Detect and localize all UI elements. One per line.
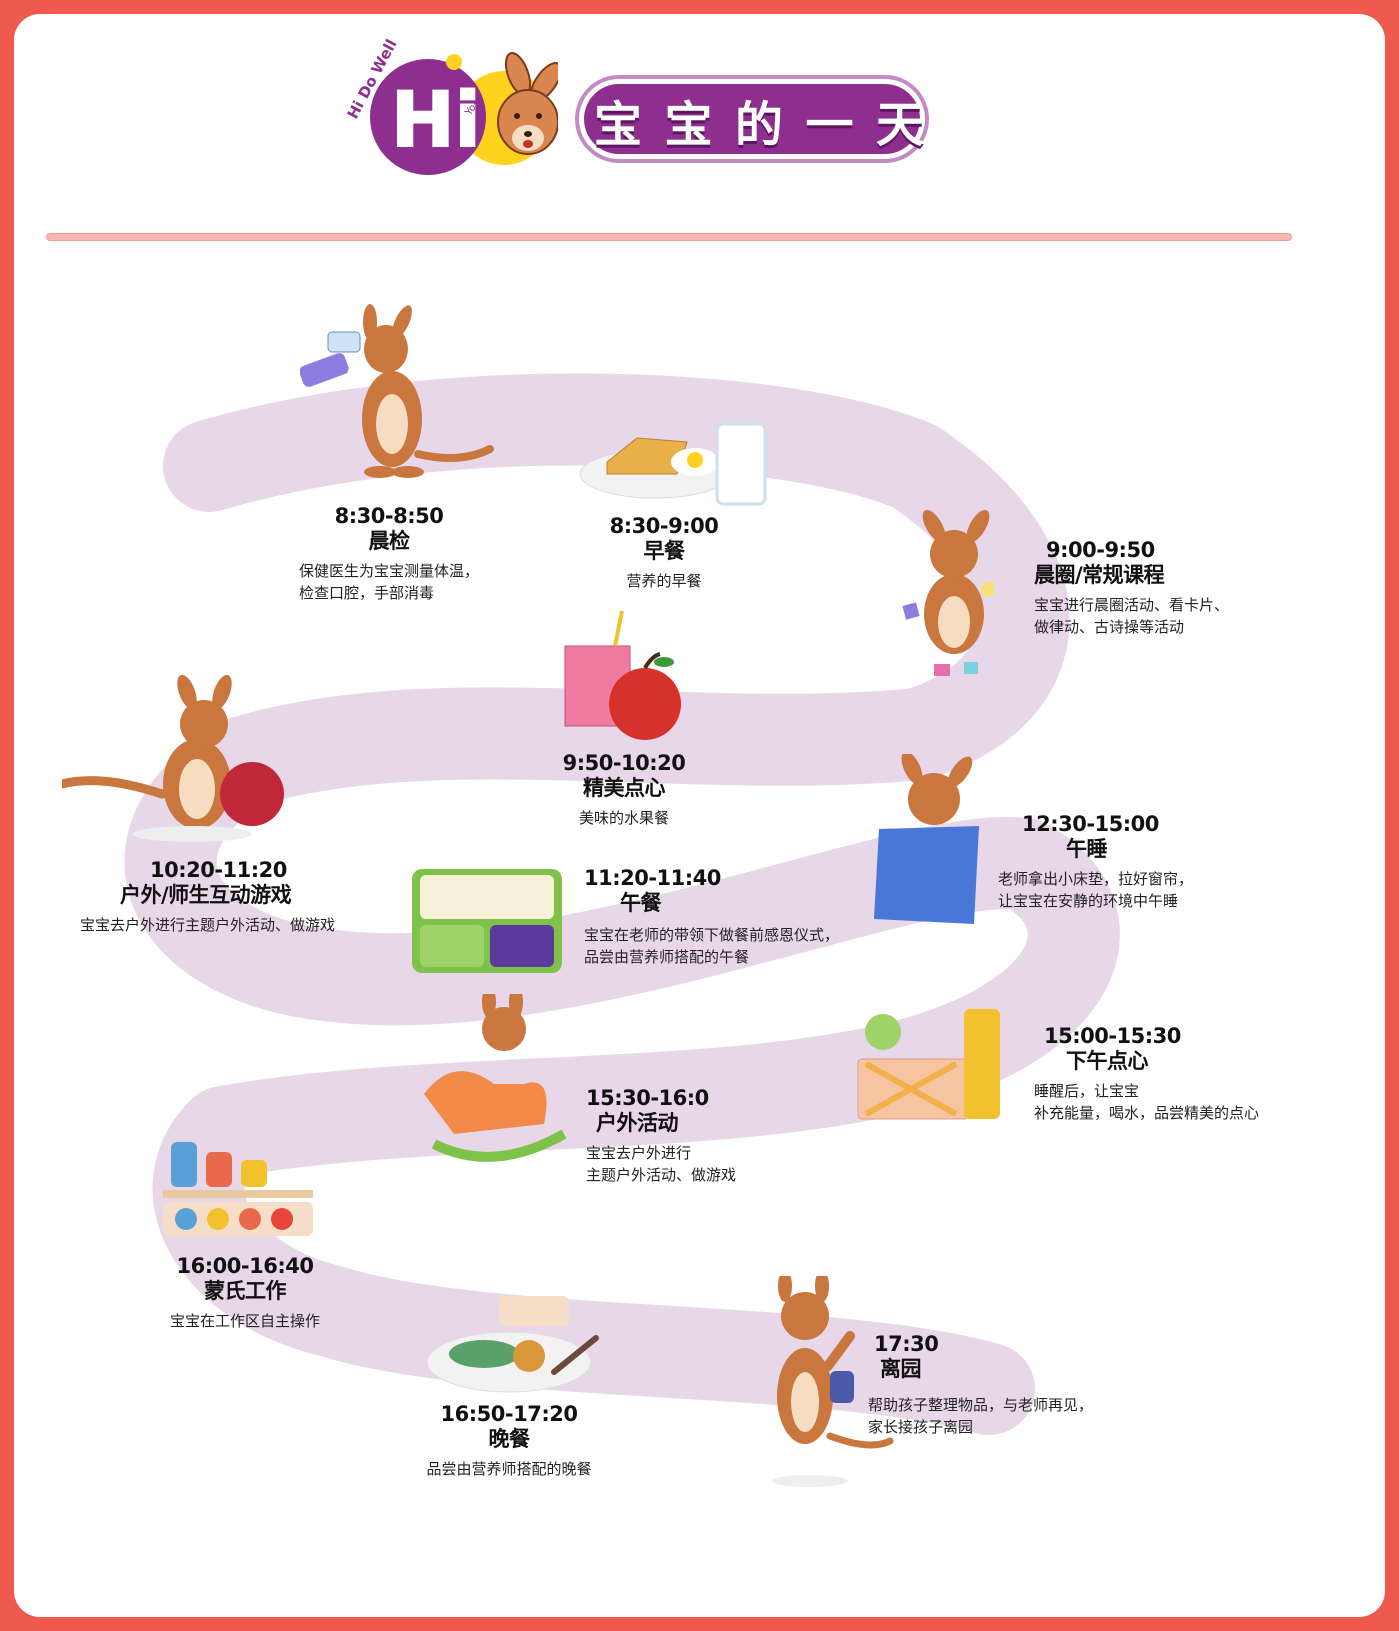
desc-line: 老师拿出小床垫，拉好窗帘，	[998, 870, 1194, 888]
event-time: 8:30-8:50	[334, 504, 444, 528]
kangaroo-sleeping-icon	[874, 754, 979, 924]
event-desc: 营养的早餐	[626, 570, 701, 592]
title-char: 一	[805, 97, 854, 153]
desc-line: 帮助孩子整理物品，与老师再见，	[868, 1396, 1094, 1414]
event-time: 15:00-15:30	[1044, 1024, 1181, 1048]
desc-line: 宝宝在工作区自主操作	[169, 1312, 320, 1330]
event-time: 16:50-17:20	[440, 1402, 578, 1426]
logo-dot-icon	[446, 54, 462, 70]
event-breakfast: 8:30-9:00 早餐 营养的早餐	[574, 514, 754, 592]
breakfast-icon	[579, 422, 767, 506]
desc-line: 品尝由营养师搭配的晚餐	[426, 1460, 592, 1478]
event-leave: 17:30 离园 帮助孩子整理物品，与老师再见， 家长接孩子离园	[868, 1332, 1128, 1438]
event-desc: 美味的水果餐	[579, 807, 669, 829]
event-desc: 宝宝进行晨圈活动、看卡片、 做律动、古诗操等活动	[1034, 594, 1274, 638]
event-lunch: 11:20-11:40 午餐 宝宝在老师的带领下做餐前感恩仪式， 品尝由营养师搭…	[584, 866, 864, 968]
desc-line: 主题户外活动、做游戏	[586, 1166, 737, 1184]
juice-apple-icon	[564, 610, 681, 740]
page-title: 宝 宝 的 一 天	[594, 84, 924, 156]
desc-line: 保健医生为宝宝测量体温，	[298, 562, 479, 580]
title-char: 的	[734, 97, 783, 153]
event-outdoor-activity: 15:30-16:0 户外活动 宝宝去户外进行 主题户外活动、做游戏	[586, 1086, 786, 1186]
desc-line: 检查口腔，手部消毒	[298, 584, 434, 602]
event-snack: 9:50-10:20 精美点心 美味的水果餐	[534, 751, 714, 829]
event-title: 蒙氏工作	[204, 1279, 287, 1303]
event-dinner: 16:50-17:20 晚餐 品尝由营养师搭配的晚餐	[414, 1402, 604, 1480]
desc-line: 品尝由营养师搭配的午餐	[584, 948, 750, 966]
desc-line: 补充能量，喝水，品尝精美的点心	[1034, 1104, 1260, 1122]
snack-box-icon	[857, 1009, 1000, 1120]
kangaroo-rocking-horse-icon	[424, 994, 567, 1162]
event-montessori: 16:00-16:40 蒙氏工作 宝宝在工作区自主操作	[150, 1254, 340, 1332]
event-title: 晨检	[368, 529, 411, 553]
event-time: 16:00-16:40	[176, 1254, 314, 1278]
desc-line: 宝宝去户外进行主题户外活动、做游戏	[80, 916, 336, 934]
hidowell-logo: Hi Hi Do Well Yo~	[344, 36, 558, 175]
event-desc: 品尝由营养师搭配的晚餐	[426, 1458, 591, 1480]
event-title: 下午点心	[1066, 1049, 1149, 1073]
event-time: 9:00-9:50	[1046, 538, 1155, 562]
title-char: 天	[875, 97, 924, 153]
lunch-box-icon	[412, 869, 562, 973]
event-desc: 宝宝在老师的带领下做餐前感恩仪式， 品尝由营养师搭配的午餐	[584, 924, 864, 968]
logo-purple-circle	[370, 59, 486, 175]
event-title: 精美点心	[583, 776, 666, 800]
event-desc: 帮助孩子整理物品，与老师再见， 家长接孩子离园	[868, 1394, 1128, 1438]
event-desc: 保健医生为宝宝测量体温， 检查口腔，手部消毒	[299, 560, 479, 604]
kangaroo-thermometer-icon	[300, 304, 494, 478]
kangaroo-cards-icon	[902, 509, 994, 676]
event-time: 12:30-15:00	[1022, 812, 1159, 836]
event-morning-circle: 9:00-9:50 晨圈/常规课程 宝宝进行晨圈活动、看卡片、 做律动、古诗操等…	[1034, 538, 1274, 638]
event-afternoon-snack: 15:00-15:30 下午点心 睡醒后，让宝宝 补充能量，喝水，品尝精美的点心	[1034, 1024, 1284, 1124]
event-title: 晨圈/常规课程	[1034, 563, 1165, 587]
event-time: 10:20-11:20	[150, 858, 287, 882]
event-time: 8:30-9:00	[609, 514, 719, 538]
title-badge	[575, 75, 929, 163]
desc-line: 宝宝去户外进行	[586, 1144, 692, 1162]
event-nap: 12:30-15:00 午睡 老师拿出小床垫，拉好窗帘， 让宝宝在安静的环境中午…	[998, 812, 1238, 912]
desc-line: 宝宝在老师的带领下做餐前感恩仪式，	[584, 926, 840, 944]
event-title: 午餐	[620, 891, 662, 915]
kangaroo-ball-icon	[62, 674, 284, 842]
page-card: Hi Hi Do Well Yo~ 宝 宝 的 一 天	[14, 14, 1385, 1617]
event-time: 15:30-16:0	[586, 1086, 709, 1110]
event-title: 早餐	[643, 539, 686, 563]
montessori-toys-icon	[163, 1142, 313, 1236]
event-title: 晚餐	[488, 1427, 531, 1451]
event-desc: 宝宝去户外进行主题户外活动、做游戏	[80, 914, 380, 936]
event-title: 午睡	[1066, 837, 1108, 861]
event-morning-check: 8:30-8:50 晨检 保健医生为宝宝测量体温， 检查口腔，手部消毒	[284, 504, 494, 604]
event-desc: 睡醒后，让宝宝 补充能量，喝水，品尝精美的点心	[1034, 1080, 1284, 1124]
title-char: 宝	[594, 97, 643, 153]
desc-line: 营养的早餐	[626, 572, 702, 590]
event-title: 户外/师生互动游戏	[120, 883, 292, 907]
desc-line: 做律动、古诗操等活动	[1034, 618, 1185, 636]
logo-hi-letter: Hi	[391, 75, 481, 164]
desc-line: 让宝宝在安静的环境中午睡	[998, 892, 1179, 910]
event-outdoor-game: 10:20-11:20 户外/师生互动游戏 宝宝去户外进行主题户外活动、做游戏	[80, 858, 380, 936]
event-desc: 老师拿出小床垫，拉好窗帘， 让宝宝在安静的环境中午睡	[998, 868, 1238, 912]
event-time: 9:50-10:20	[562, 751, 686, 775]
header-divider	[46, 233, 1292, 241]
desc-line: 美味的水果餐	[578, 809, 669, 827]
event-time: 17:30	[874, 1332, 939, 1356]
desc-line: 家长接孩子离园	[868, 1418, 974, 1436]
kangaroo-waving-icon	[772, 1276, 894, 1487]
event-time: 11:20-11:40	[584, 866, 721, 890]
event-desc: 宝宝在工作区自主操作	[170, 1310, 320, 1332]
event-title: 户外活动	[596, 1111, 679, 1135]
title-char: 宝	[664, 97, 713, 153]
kangaroo-logo-icon	[497, 52, 558, 155]
event-title: 离园	[880, 1357, 922, 1381]
dinner-icon	[426, 1296, 599, 1393]
event-desc: 宝宝去户外进行 主题户外活动、做游戏	[586, 1142, 786, 1186]
desc-line: 睡醒后，让宝宝	[1034, 1082, 1140, 1100]
desc-line: 宝宝进行晨圈活动、看卡片、	[1034, 596, 1230, 614]
